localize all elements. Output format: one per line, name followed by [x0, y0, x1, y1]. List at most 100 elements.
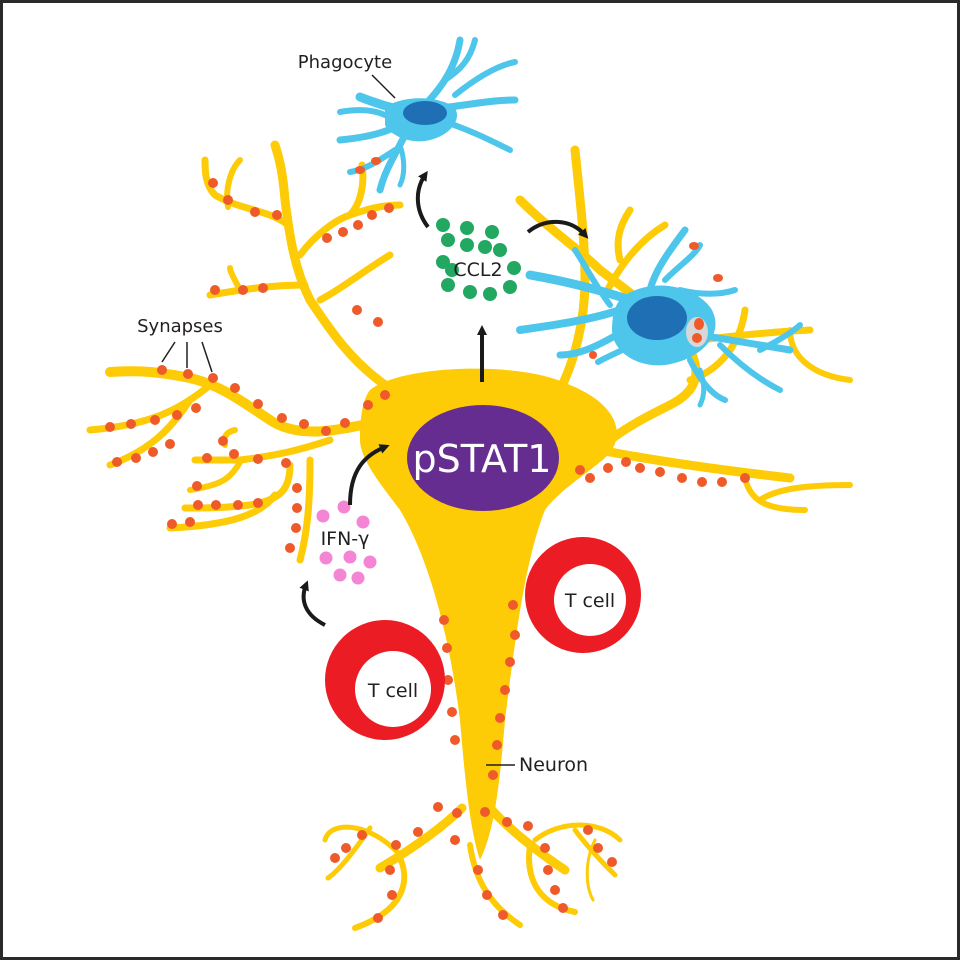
- synapse-bouton: [367, 210, 377, 220]
- ccl2-molecule: [460, 238, 474, 252]
- synapse-bouton: [353, 220, 363, 230]
- synapse-bouton: [413, 827, 423, 837]
- synapse-bouton: [433, 802, 443, 812]
- synapse-bouton: [292, 483, 302, 493]
- synapse-bouton: [480, 807, 490, 817]
- synapse-bouton: [450, 835, 460, 845]
- synapse-bouton: [363, 400, 373, 410]
- synapse-bouton: [183, 369, 193, 379]
- phagocyte-leader-line: [371, 74, 396, 99]
- synapse-bouton: [211, 500, 221, 510]
- ifn-gamma-molecule: [351, 571, 365, 585]
- synapse-bouton: [150, 415, 160, 425]
- synapse-bouton: [482, 890, 492, 900]
- synapse-bouton: [258, 283, 268, 293]
- phagocytosed-synapse: [589, 351, 597, 359]
- synapse-bouton: [387, 890, 397, 900]
- phagocytosed-synapse: [694, 318, 704, 330]
- synapse-bouton: [677, 473, 687, 483]
- ccl2-molecule: [503, 280, 517, 294]
- arrow-ifn-to-soma: [348, 444, 390, 506]
- ccl2-molecule: [483, 287, 497, 301]
- synapse-bouton: [281, 458, 291, 468]
- synapse-bouton: [621, 457, 631, 467]
- synapse-bouton: [500, 685, 510, 695]
- neuron-dendrites-upper-left: [201, 140, 404, 390]
- synapse-bouton: [357, 830, 367, 840]
- phagocyte-right-nucleus: [627, 296, 687, 340]
- synapse-dots: [105, 178, 750, 923]
- phagocytosed-synapse: [692, 333, 702, 343]
- phagocytosed-synapse: [371, 157, 381, 165]
- synapse-bouton: [338, 227, 348, 237]
- phagocyte-label: Phagocyte: [298, 52, 392, 73]
- synapse-bouton: [697, 477, 707, 487]
- synapse-bouton: [391, 840, 401, 850]
- synapse-bouton: [505, 657, 515, 667]
- synapse-bouton: [550, 885, 560, 895]
- synapse-bouton: [229, 449, 239, 459]
- phagocytosed-synapse: [689, 242, 699, 250]
- synapse-bouton: [272, 210, 282, 220]
- ifn-gamma-molecule: [316, 509, 330, 523]
- ifn-gamma-molecule: [356, 515, 370, 529]
- synapse-bouton: [473, 865, 483, 875]
- synapses-leader-line: [161, 341, 176, 363]
- synapse-bouton: [112, 457, 122, 467]
- synapse-bouton: [193, 500, 203, 510]
- synapse-bouton: [157, 365, 167, 375]
- synapse-bouton: [292, 503, 302, 513]
- ccl2-molecule: [445, 263, 459, 277]
- synapse-bouton: [299, 419, 309, 429]
- ccl2-label: CCL2: [453, 259, 502, 281]
- arrow-ccl2-to-upper-phagocyte: [415, 170, 430, 229]
- synapse-bouton: [452, 808, 462, 818]
- synapse-bouton: [131, 453, 141, 463]
- synapse-bouton: [148, 447, 158, 457]
- synapse-bouton: [523, 821, 533, 831]
- synapse-bouton: [218, 436, 228, 446]
- phagocytosed-synapse: [355, 166, 365, 174]
- synapse-bouton: [492, 740, 502, 750]
- ifn-gamma-molecule: [319, 551, 333, 565]
- synapse-bouton: [340, 418, 350, 428]
- ccl2-molecule: [441, 233, 455, 247]
- synapses-label: Synapses: [137, 316, 223, 337]
- synapse-bouton: [593, 843, 603, 853]
- arrow-tcell-to-ifn: [299, 580, 326, 627]
- synapse-bouton: [717, 477, 727, 487]
- synapse-bouton: [223, 195, 233, 205]
- t-cell-left-label: T cell: [367, 680, 418, 702]
- ccl2-molecule: [507, 261, 521, 275]
- synapse-bouton: [167, 519, 177, 529]
- t-cell-right-interior: [554, 564, 626, 636]
- synapse-bouton: [250, 207, 260, 217]
- pstat1-nucleus: [407, 405, 559, 511]
- synapse-bouton: [321, 426, 331, 436]
- synapse-bouton: [384, 203, 394, 213]
- ifn-gamma-molecule: [343, 550, 357, 564]
- synapse-bouton: [291, 523, 301, 533]
- synapse-bouton: [172, 410, 182, 420]
- synapse-bouton: [233, 500, 243, 510]
- ifn-gamma-molecule: [333, 568, 347, 582]
- neuron-label: Neuron: [519, 754, 588, 776]
- synapse-bouton: [443, 675, 453, 685]
- synapse-bouton: [508, 600, 518, 610]
- synapses-leader-line: [201, 341, 213, 373]
- synapse-bouton: [165, 439, 175, 449]
- synapse-bouton: [202, 453, 212, 463]
- synapse-bouton: [575, 465, 585, 475]
- synapse-bouton: [495, 713, 505, 723]
- synapse-bouton: [439, 615, 449, 625]
- synapse-bouton: [253, 498, 263, 508]
- phagocytosed-synapse: [713, 274, 723, 282]
- synapse-bouton: [380, 390, 390, 400]
- ccl2-molecule: [493, 243, 507, 257]
- synapse-bouton: [277, 413, 287, 423]
- synapse-bouton: [655, 467, 665, 477]
- synapse-bouton: [447, 707, 457, 717]
- synapse-bouton: [105, 422, 115, 432]
- synapse-bouton: [341, 843, 351, 853]
